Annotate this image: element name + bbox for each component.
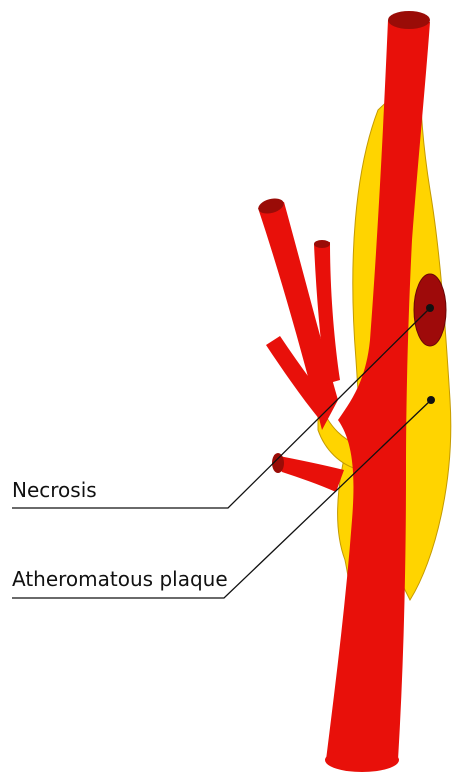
branch-lower-left (274, 455, 344, 492)
branch-top-small-opening (314, 240, 330, 248)
necrosis-label: Necrosis (12, 478, 97, 502)
main-artery-top-opening (388, 11, 430, 29)
plaque-label: Atheromatous plaque (12, 567, 228, 591)
main-artery-bottom-edge (325, 748, 399, 772)
